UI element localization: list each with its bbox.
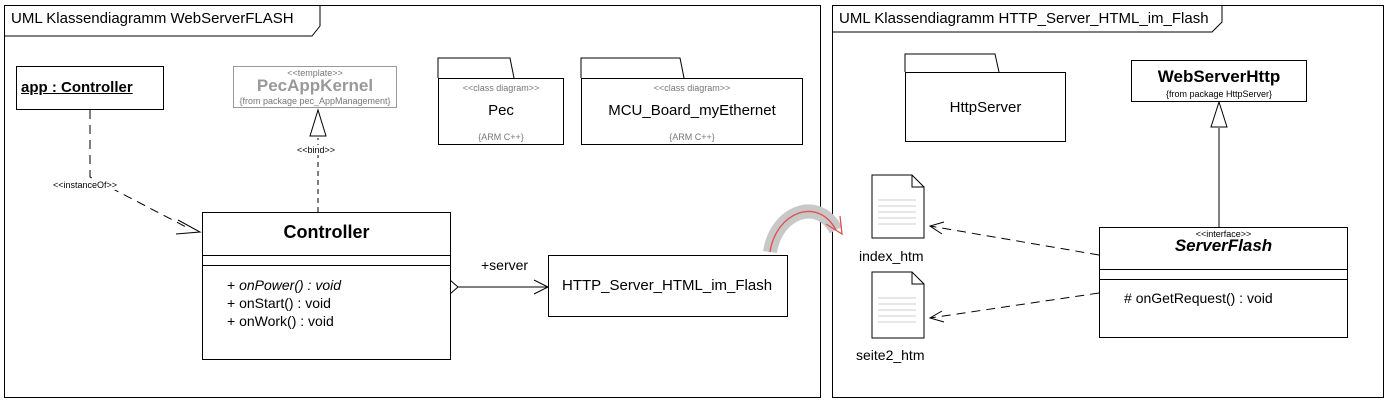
server-role-label: +server <box>481 257 529 273</box>
controller-divider-2 <box>203 265 450 266</box>
method-name: onGetRequest() <box>1135 290 1236 306</box>
right-frame-title: UML Klassendiagramm HTTP_Server_HTML_im_… <box>839 10 1209 27</box>
controller-method-on-start: + onStart() : void <box>227 295 331 311</box>
httpserver-package-name: HttpServer <box>949 99 1022 116</box>
controller-divider-1 <box>203 255 450 256</box>
web-server-http-origin: {from package HttpServer} <box>1165 89 1273 99</box>
pec-app-kernel-origin: {from package pec_AppManagement} <box>239 96 391 106</box>
server-flash-interface[interactable]: <<interface>> ServerFlash # onGetRequest… <box>1099 227 1348 338</box>
left-frame-title: UML Klassendiagramm WebServerFLASH <box>11 10 294 27</box>
pec-app-kernel-name: PecAppKernel <box>256 76 374 95</box>
method-name: onPower() <box>239 277 304 293</box>
server-flash-divider-1 <box>1100 269 1347 270</box>
pec-package-note: {ARM C++} <box>478 132 524 142</box>
pec-app-kernel-stereotype: <<template>> <box>287 68 343 78</box>
app-controller-object[interactable]: app : Controller <box>16 66 164 110</box>
controller-method-on-power: + onPower() : void <box>227 277 341 293</box>
mcu-package-name: MCU_Board_myEthernet <box>608 102 776 119</box>
method-type: : void <box>303 277 342 293</box>
method-type: : void <box>296 313 334 329</box>
instance-of-label: <<instanceOf>> <box>52 180 119 190</box>
method-visibility: + <box>227 313 240 329</box>
method-type: : void <box>293 295 331 311</box>
pec-app-kernel-class[interactable]: <<template>> PecAppKernel {from package … <box>233 66 397 108</box>
server-flash-method-on-get-request: # onGetRequest() : void <box>1124 290 1273 306</box>
bind-label: <<bind>> <box>296 145 337 155</box>
method-visibility: + <box>227 277 240 293</box>
httpserver-package[interactable]: HttpServer <box>905 72 1066 142</box>
web-server-http-name: WebServerHttp <box>1157 67 1281 86</box>
app-controller-label: app : Controller <box>21 79 133 96</box>
method-name: onStart() <box>239 295 294 311</box>
mcu-package-stereotype: <<class diagram>> <box>653 83 731 93</box>
method-type: : void <box>1235 290 1273 306</box>
http-server-component-name: HTTP_Server_HTML_im_Flash <box>562 277 773 294</box>
pec-package-stereotype: <<class diagram>> <box>462 83 540 93</box>
document-label-seite2: seite2_htm <box>856 347 925 363</box>
pec-package[interactable]: <<class diagram>> Pec {ARM C++} <box>438 78 564 145</box>
controller-method-on-work: + onWork() : void <box>227 313 334 329</box>
method-visibility: # <box>1124 290 1136 306</box>
document-label-index: index_htm <box>859 248 924 264</box>
method-visibility: + <box>227 295 240 311</box>
method-name: onWork() <box>239 313 297 329</box>
mcu-board-package[interactable]: <<class diagram>> MCU_Board_myEthernet {… <box>581 78 803 145</box>
server-flash-divider-2 <box>1100 279 1347 280</box>
server-flash-stereotype: <<interface>> <box>1195 229 1252 239</box>
http-server-component[interactable]: HTTP_Server_HTML_im_Flash <box>548 255 788 317</box>
web-server-http-class[interactable]: WebServerHttp {from package HttpServer} <box>1131 60 1307 102</box>
server-flash-name: ServerFlash <box>1174 236 1273 255</box>
controller-class[interactable]: Controller + onPower() : void + onStart(… <box>202 212 451 360</box>
mcu-package-note: {ARM C++} <box>669 132 715 142</box>
pec-package-name: Pec <box>488 102 514 119</box>
controller-class-name: Controller <box>283 222 370 242</box>
